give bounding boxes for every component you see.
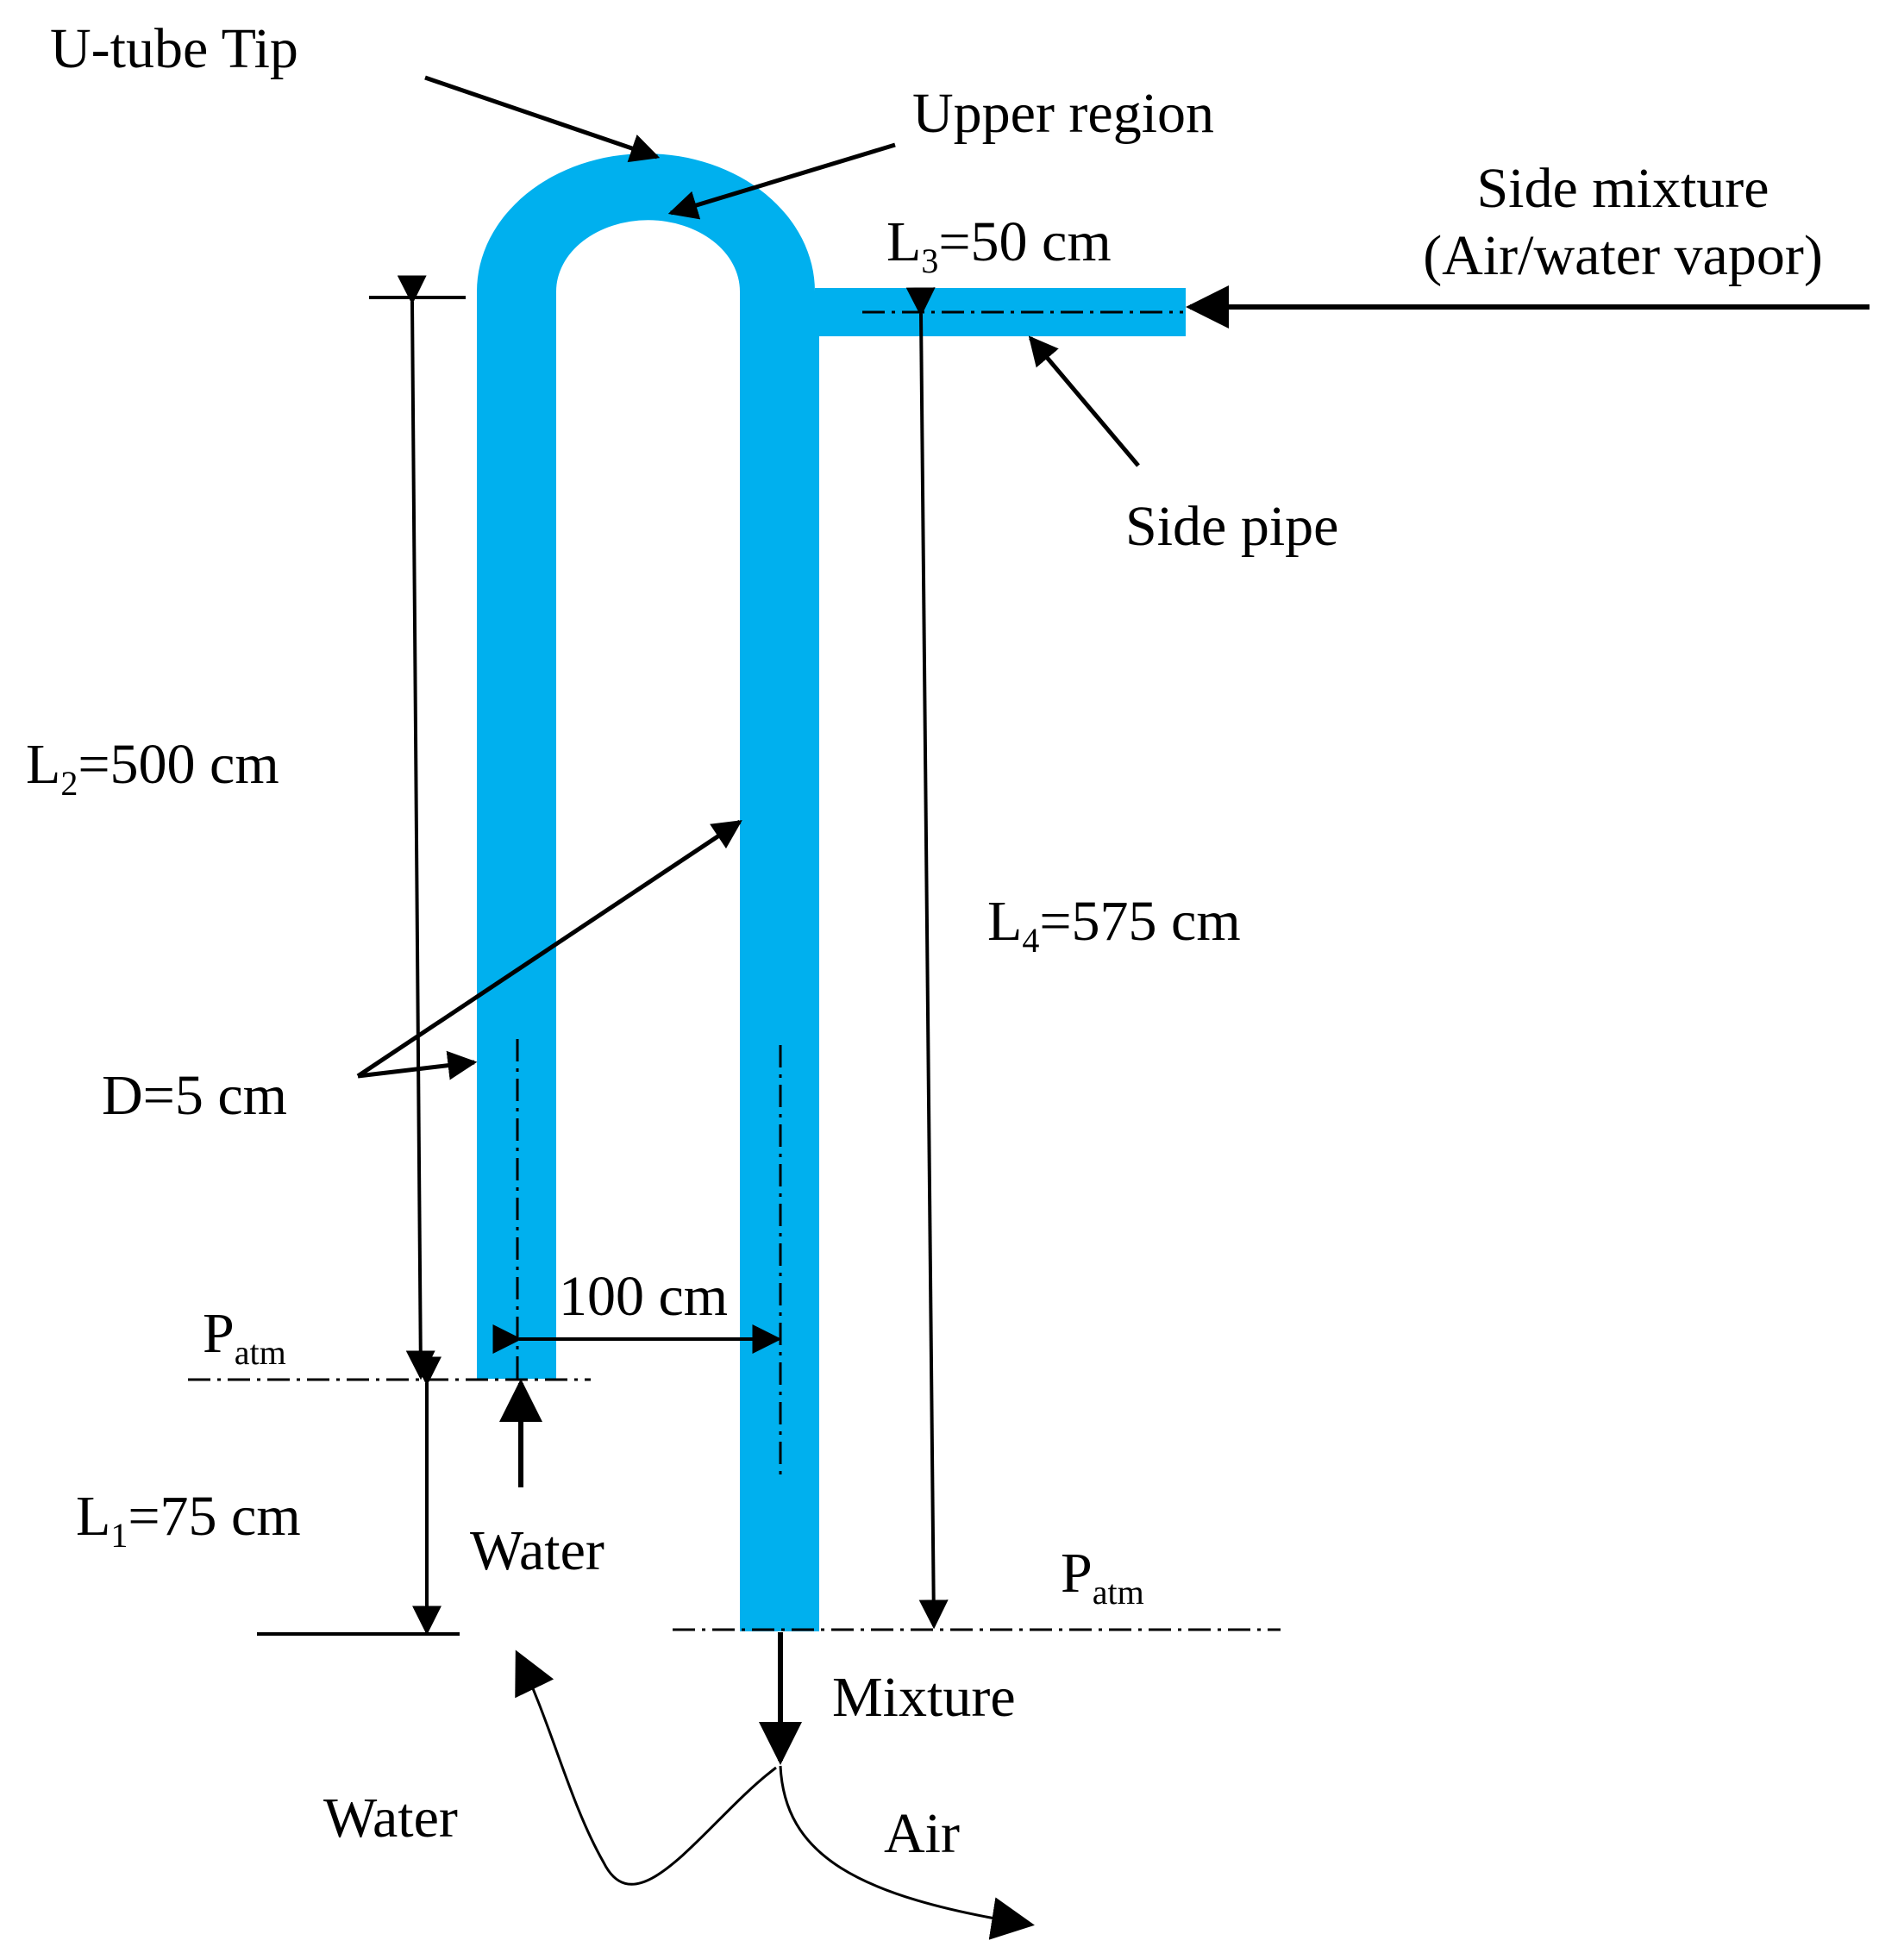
side-mixture-label-line2: (Air/water vapor) bbox=[1423, 224, 1823, 287]
l4-dimension-arrow bbox=[905, 287, 949, 1630]
l2-label: L2=500 cm bbox=[26, 733, 279, 803]
l2-dimension-arrow bbox=[397, 275, 435, 1380]
side-pipe-leader bbox=[1028, 335, 1140, 467]
patm-left-label: Patm bbox=[203, 1302, 286, 1372]
diameter-leader-long bbox=[356, 819, 742, 1079]
right-leg bbox=[740, 291, 819, 1631]
utube-tip-leader bbox=[424, 75, 661, 163]
centerlines bbox=[188, 310, 1281, 1631]
water-return-curve bbox=[515, 1649, 777, 1886]
dimensions bbox=[257, 275, 949, 1636]
side-mixture-label-line1: Side mixture bbox=[1476, 157, 1769, 220]
utube-tip-label: U-tube Tip bbox=[50, 17, 298, 80]
spacing-label: 100 cm bbox=[559, 1265, 728, 1328]
upper-region-leader bbox=[667, 142, 896, 220]
upper-region-label: Upper region bbox=[912, 82, 1214, 145]
mixture-label: Mixture bbox=[832, 1666, 1016, 1729]
diameter-leader-short bbox=[357, 1050, 478, 1080]
l3-label: L3=50 cm bbox=[886, 210, 1112, 280]
l1-label: L1=75 cm bbox=[76, 1485, 301, 1555]
water-inflow-label: Water bbox=[470, 1519, 604, 1582]
air-exit-curve bbox=[779, 1765, 1035, 1940]
diameter-label: D=5 cm bbox=[102, 1064, 287, 1127]
separation-curves bbox=[515, 1649, 1035, 1940]
water-outflow-label: Water bbox=[323, 1787, 458, 1850]
patm-right-label: Patm bbox=[1061, 1542, 1144, 1612]
side-pipe-label: Side pipe bbox=[1125, 495, 1338, 558]
air-outflow-label: Air bbox=[884, 1802, 960, 1865]
flows bbox=[499, 285, 1870, 1765]
leaders bbox=[356, 75, 1140, 1080]
u-tube-bend bbox=[477, 153, 815, 291]
left-leg bbox=[477, 291, 556, 1379]
l4-label: L4=575 cm bbox=[987, 890, 1241, 960]
